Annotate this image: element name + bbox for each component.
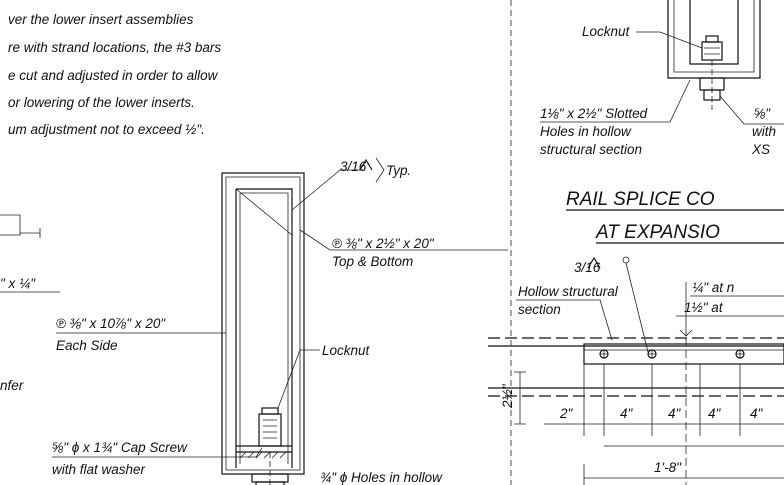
right-top-annotations: Locknut 1⅛" x 2½" Slotted Holes in hollo… [540,24,784,157]
hollow-label-2: section [518,302,561,317]
holes-label: ¾" ϕ Holes in hollow [320,470,443,485]
general-note: ver the lower insert assemblies re with … [8,12,221,137]
right-splice-plan: 3/16 Hollow structural section ¼" at n 1… [488,256,784,485]
frag-5-8: ⅝" [754,106,771,121]
note-line-1: ver the lower insert assemblies [8,12,194,27]
dim-4d: 4" [750,406,764,421]
plate-top-sub: Top & Bottom [332,254,413,269]
note-line-4: or lowering of the lower inserts. [8,95,195,110]
weld-typ-label: Typ. [386,163,411,178]
right-top-box [667,0,761,110]
frag-xs: XS [751,142,770,157]
slotted-label: 1⅛" x 2½" Slotted [540,106,648,121]
dim-2-5: 2½" [500,383,515,409]
weld-symbol-right: 3/16 [574,260,601,275]
section-title: RAIL SPLICE CO AT EXPANSIO [566,189,784,244]
slotted-sub1: Holes in hollow [540,124,632,139]
left-splice-box [221,172,305,485]
cap-screw-sub: with flat washer [52,462,146,477]
title-line-2: AT EXPANSIO [595,222,720,243]
dim-4c: 4" [708,406,722,421]
dim-4b: 4" [668,406,682,421]
note-line-3: e cut and adjusted in order to allow [8,68,219,83]
title-line-1: RAIL SPLICE CO [566,189,715,210]
dim-2: 2" [559,406,574,421]
plate-top-label: ℗ ⅜" x 2½" x 20" [332,236,435,251]
frag-dim-left: " x ¼" [0,276,36,291]
weld-symbol-left: 3/16 [340,159,367,174]
locknut-right: Locknut [582,24,631,39]
frag-with: with [752,124,776,139]
left-detail-annotations: 3/16 Typ. ℗ ⅜" x 2½" x 20" Top & Bottom … [0,157,508,485]
cap-screw-label: ⅝" ϕ x 1¾" Cap Screw [52,440,188,455]
hollow-label-1: Hollow structural [518,284,619,299]
dim-quarter: ¼" at n [692,280,734,295]
chamfer-frag: nfer [0,378,24,393]
dim-4a: 4" [620,406,634,421]
note-line-5: um adjustment not to exceed ½". [8,122,205,137]
slotted-sub2: structural section [540,142,642,157]
dim-1-5: 1½" at [684,300,724,315]
dim-total: 1'-8" [654,460,682,475]
plate-side-sub: Each Side [56,338,118,353]
note-line-2: re with strand locations, the #3 bars [8,40,221,55]
plate-side-label: ℗ ⅜" x 10⅞" x 20" [56,316,166,331]
locknut-left: Locknut [322,343,371,358]
